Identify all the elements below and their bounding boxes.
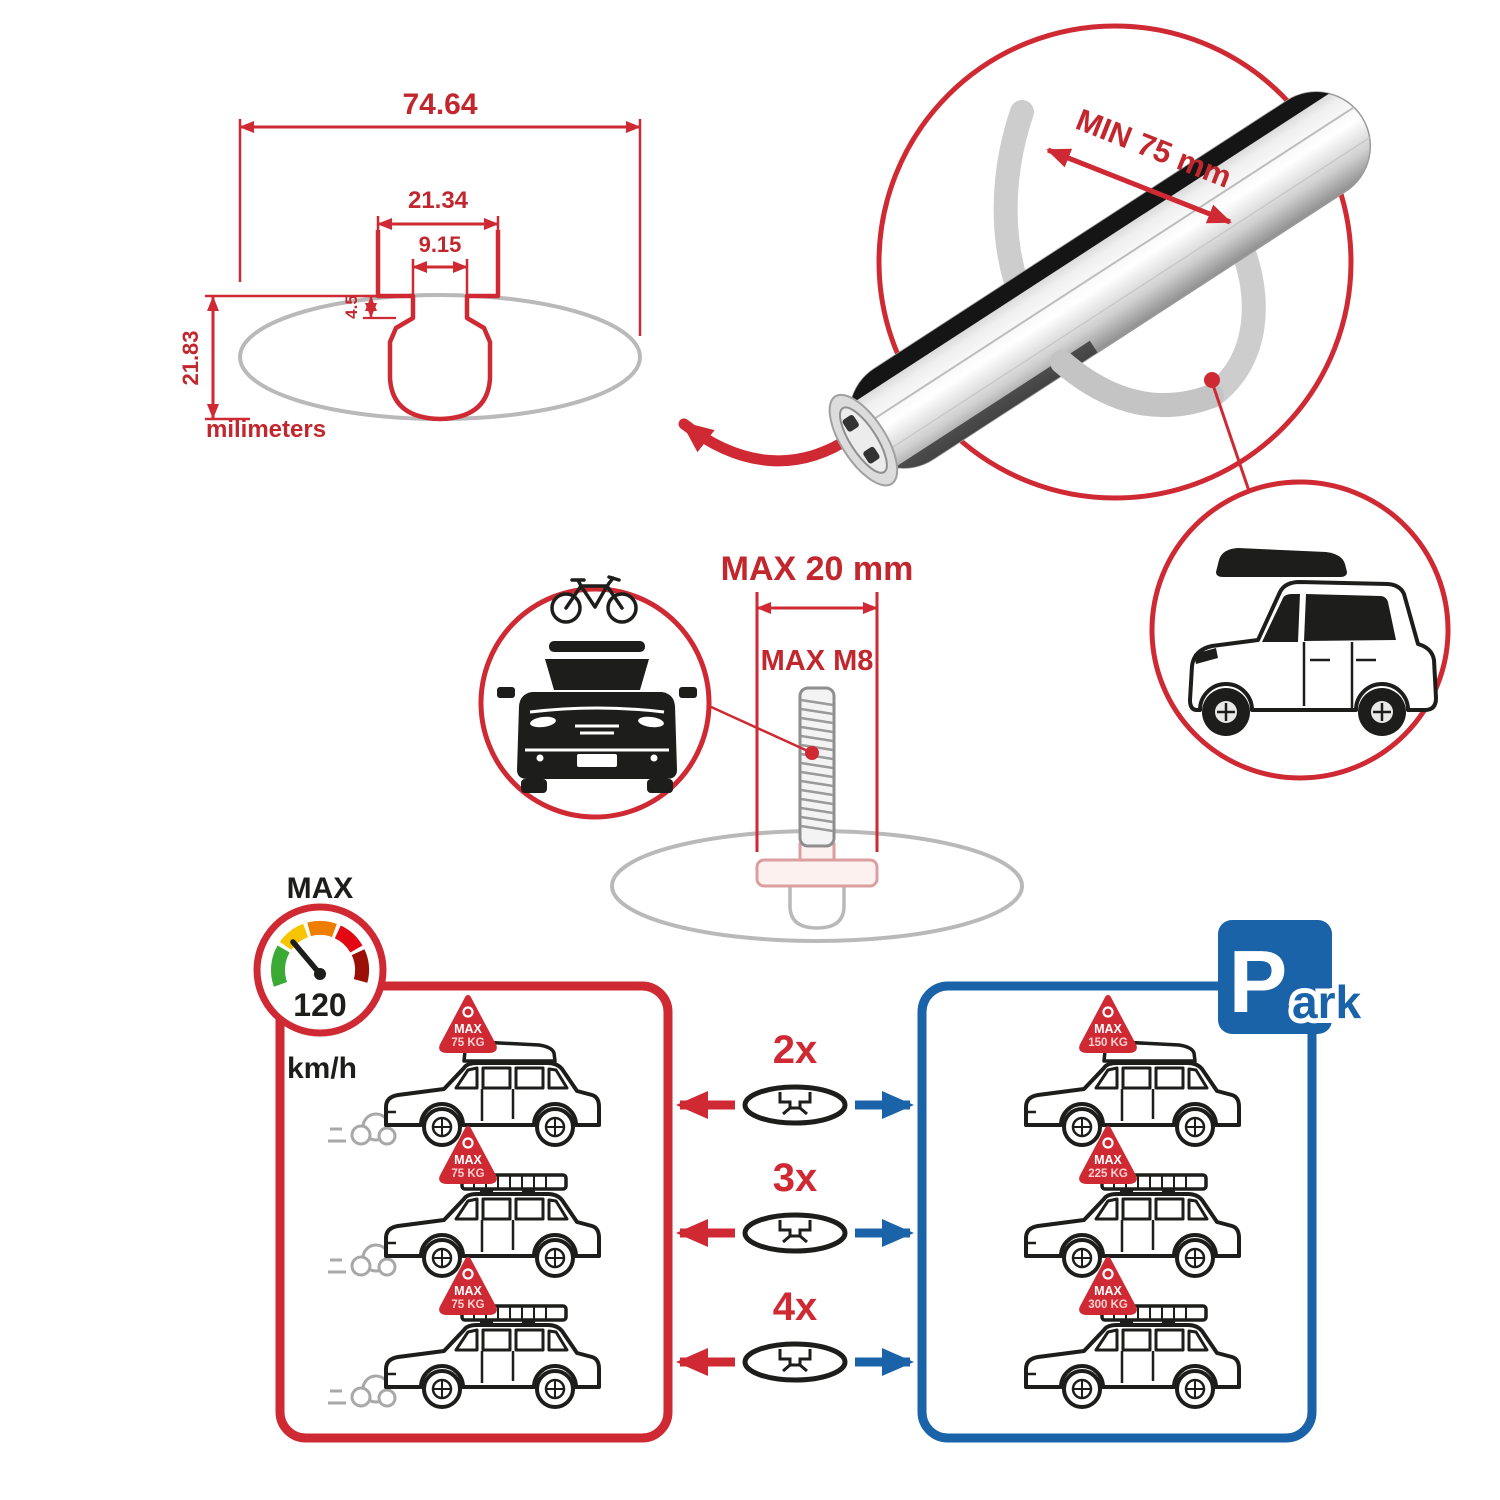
parked-car-2 [1024, 1187, 1241, 1278]
speed-limit-gauge: MAX 120 km/h [253, 872, 387, 1085]
connector-line-to-suv [1210, 381, 1251, 492]
car-front-circle [478, 575, 712, 820]
gauge-speed-unit: km/h [287, 1052, 357, 1085]
park-sign-p: P [1229, 932, 1288, 1031]
flag-max-label: MAX [454, 1153, 482, 1167]
driving-load-panel [275, 981, 673, 1443]
gauge-needle [290, 939, 323, 977]
gauge-arc-yellow [279, 923, 309, 951]
flag-load-value: 225 KG [1088, 1168, 1128, 1180]
crossbar-icon-2 [745, 1215, 845, 1251]
profile-ellipse [238, 293, 642, 421]
carfront-plate [577, 754, 617, 767]
load-flag: MAX 300 KG [1082, 1260, 1134, 1312]
flag-max-label: MAX [454, 1022, 482, 1036]
load-flag: MAX 75 KG [442, 1129, 494, 1181]
suv-mirror [1278, 628, 1292, 640]
driving-car-3 [384, 1318, 601, 1409]
carfront-mirror-left [497, 687, 515, 698]
park-sign: P ark [1218, 920, 1366, 1034]
bolt-spec-diagram: MAX 20 mm MAX M8 [610, 550, 1024, 943]
driving-cars: MAX 75 KG MAX 75 KG MAX 75 KG [326, 998, 601, 1409]
multiplier-2x: 2x [773, 1028, 818, 1072]
flag-max-label: MAX [1094, 1153, 1122, 1167]
flag-load-value: 75 KG [451, 1037, 484, 1049]
gauge-arc-orange [307, 920, 337, 938]
carfront-body [517, 692, 677, 779]
t-slot-profile-outline [375, 230, 501, 422]
multiplier-3x: 3x [773, 1156, 818, 1200]
clamp-strap-bottom [1050, 350, 1224, 418]
flag-max-label: MAX [1094, 1022, 1122, 1036]
gauge-arc-green [270, 945, 290, 987]
strap-anchor-dot [1204, 372, 1220, 388]
min-span-arrow [1046, 147, 1232, 225]
load-flag: MAX 75 KG [442, 998, 494, 1050]
flag-load-value: 75 KG [451, 1299, 484, 1311]
crossbar-count-rows: 2x 3x 4x [676, 1028, 914, 1380]
flag-load-value: 75 KG [451, 1168, 484, 1180]
parked-cars: MAX 150 KG MAX 225 KG MAX 300 KG [1024, 998, 1241, 1409]
dim-total-width-value: 74.64 [402, 88, 477, 121]
parked-car-1 [1024, 1056, 1241, 1147]
flag-max-label: MAX [454, 1284, 482, 1298]
load-flag: MAX 150 KG [1082, 998, 1134, 1050]
bolt-max-thread-label: MAX M8 [761, 645, 874, 677]
extension-lines-total [238, 119, 642, 336]
profile-stem-ghost [788, 886, 846, 930]
crossbar-icon-3 [745, 1344, 845, 1380]
suv-side-window [1304, 594, 1396, 641]
park-sign-square [1218, 920, 1332, 1034]
dim-slot-inner-value: 9.15 [419, 232, 462, 257]
park-sign-ark: ark [1292, 976, 1361, 1028]
extension-lines-height [205, 294, 378, 421]
gauge-arc-red [334, 925, 363, 953]
flag-load-value: 300 KG [1088, 1299, 1128, 1311]
driving-car-1 [384, 1056, 601, 1147]
carfront-mirror-right [679, 687, 697, 698]
carfront-roof [549, 641, 645, 652]
gauge-speed-value: 120 [293, 987, 346, 1023]
load-flag: MAX 225 KG [1082, 1129, 1134, 1181]
bolt-max-width-label: MAX 20 mm [721, 550, 914, 588]
dim-profile-height-value: 21.83 [178, 330, 203, 385]
suv-headlight [1194, 648, 1218, 664]
carfront-headlight-right [638, 716, 664, 728]
dim-step-depth-value: 4.5 [342, 295, 361, 319]
t-adapter-flange [755, 858, 879, 888]
multiplier-4x: 4x [773, 1285, 818, 1329]
driving-car-2 [384, 1187, 601, 1278]
connector-line-to-carfront [708, 704, 811, 754]
extension-lines-slot-inner [411, 259, 469, 294]
gauge-max-label: MAX [287, 872, 354, 905]
crossbar-detail-circle: MIN 75 mm [828, 23, 1374, 501]
flag-max-label: MAX [1094, 1284, 1122, 1298]
gauge-arc-darkred [351, 949, 370, 983]
carfront-windshield [545, 659, 649, 690]
parked-load-panel [917, 981, 1317, 1443]
flag-load-value: 150 KG [1088, 1037, 1128, 1049]
crossbar-icon-1 [745, 1087, 845, 1123]
suv-roofbox-circle [1149, 479, 1451, 781]
dim-slot-outer-value: 21.34 [408, 187, 469, 214]
load-flag: MAX 75 KG [442, 1260, 494, 1312]
unit-label: milimeters [206, 416, 326, 443]
parked-car-3 [1024, 1318, 1241, 1409]
bolt-anchor-dot [805, 746, 819, 760]
bicycle-icon [550, 575, 638, 624]
profile-dimension-drawing: 74.64 21.34 9.15 21.83 4.5 milimeters [178, 88, 642, 443]
roof-box [1216, 548, 1347, 577]
detail-pointer-arrow [678, 418, 856, 467]
carfront-headlight-left [530, 716, 556, 728]
bolt-limit-lines [755, 592, 879, 852]
